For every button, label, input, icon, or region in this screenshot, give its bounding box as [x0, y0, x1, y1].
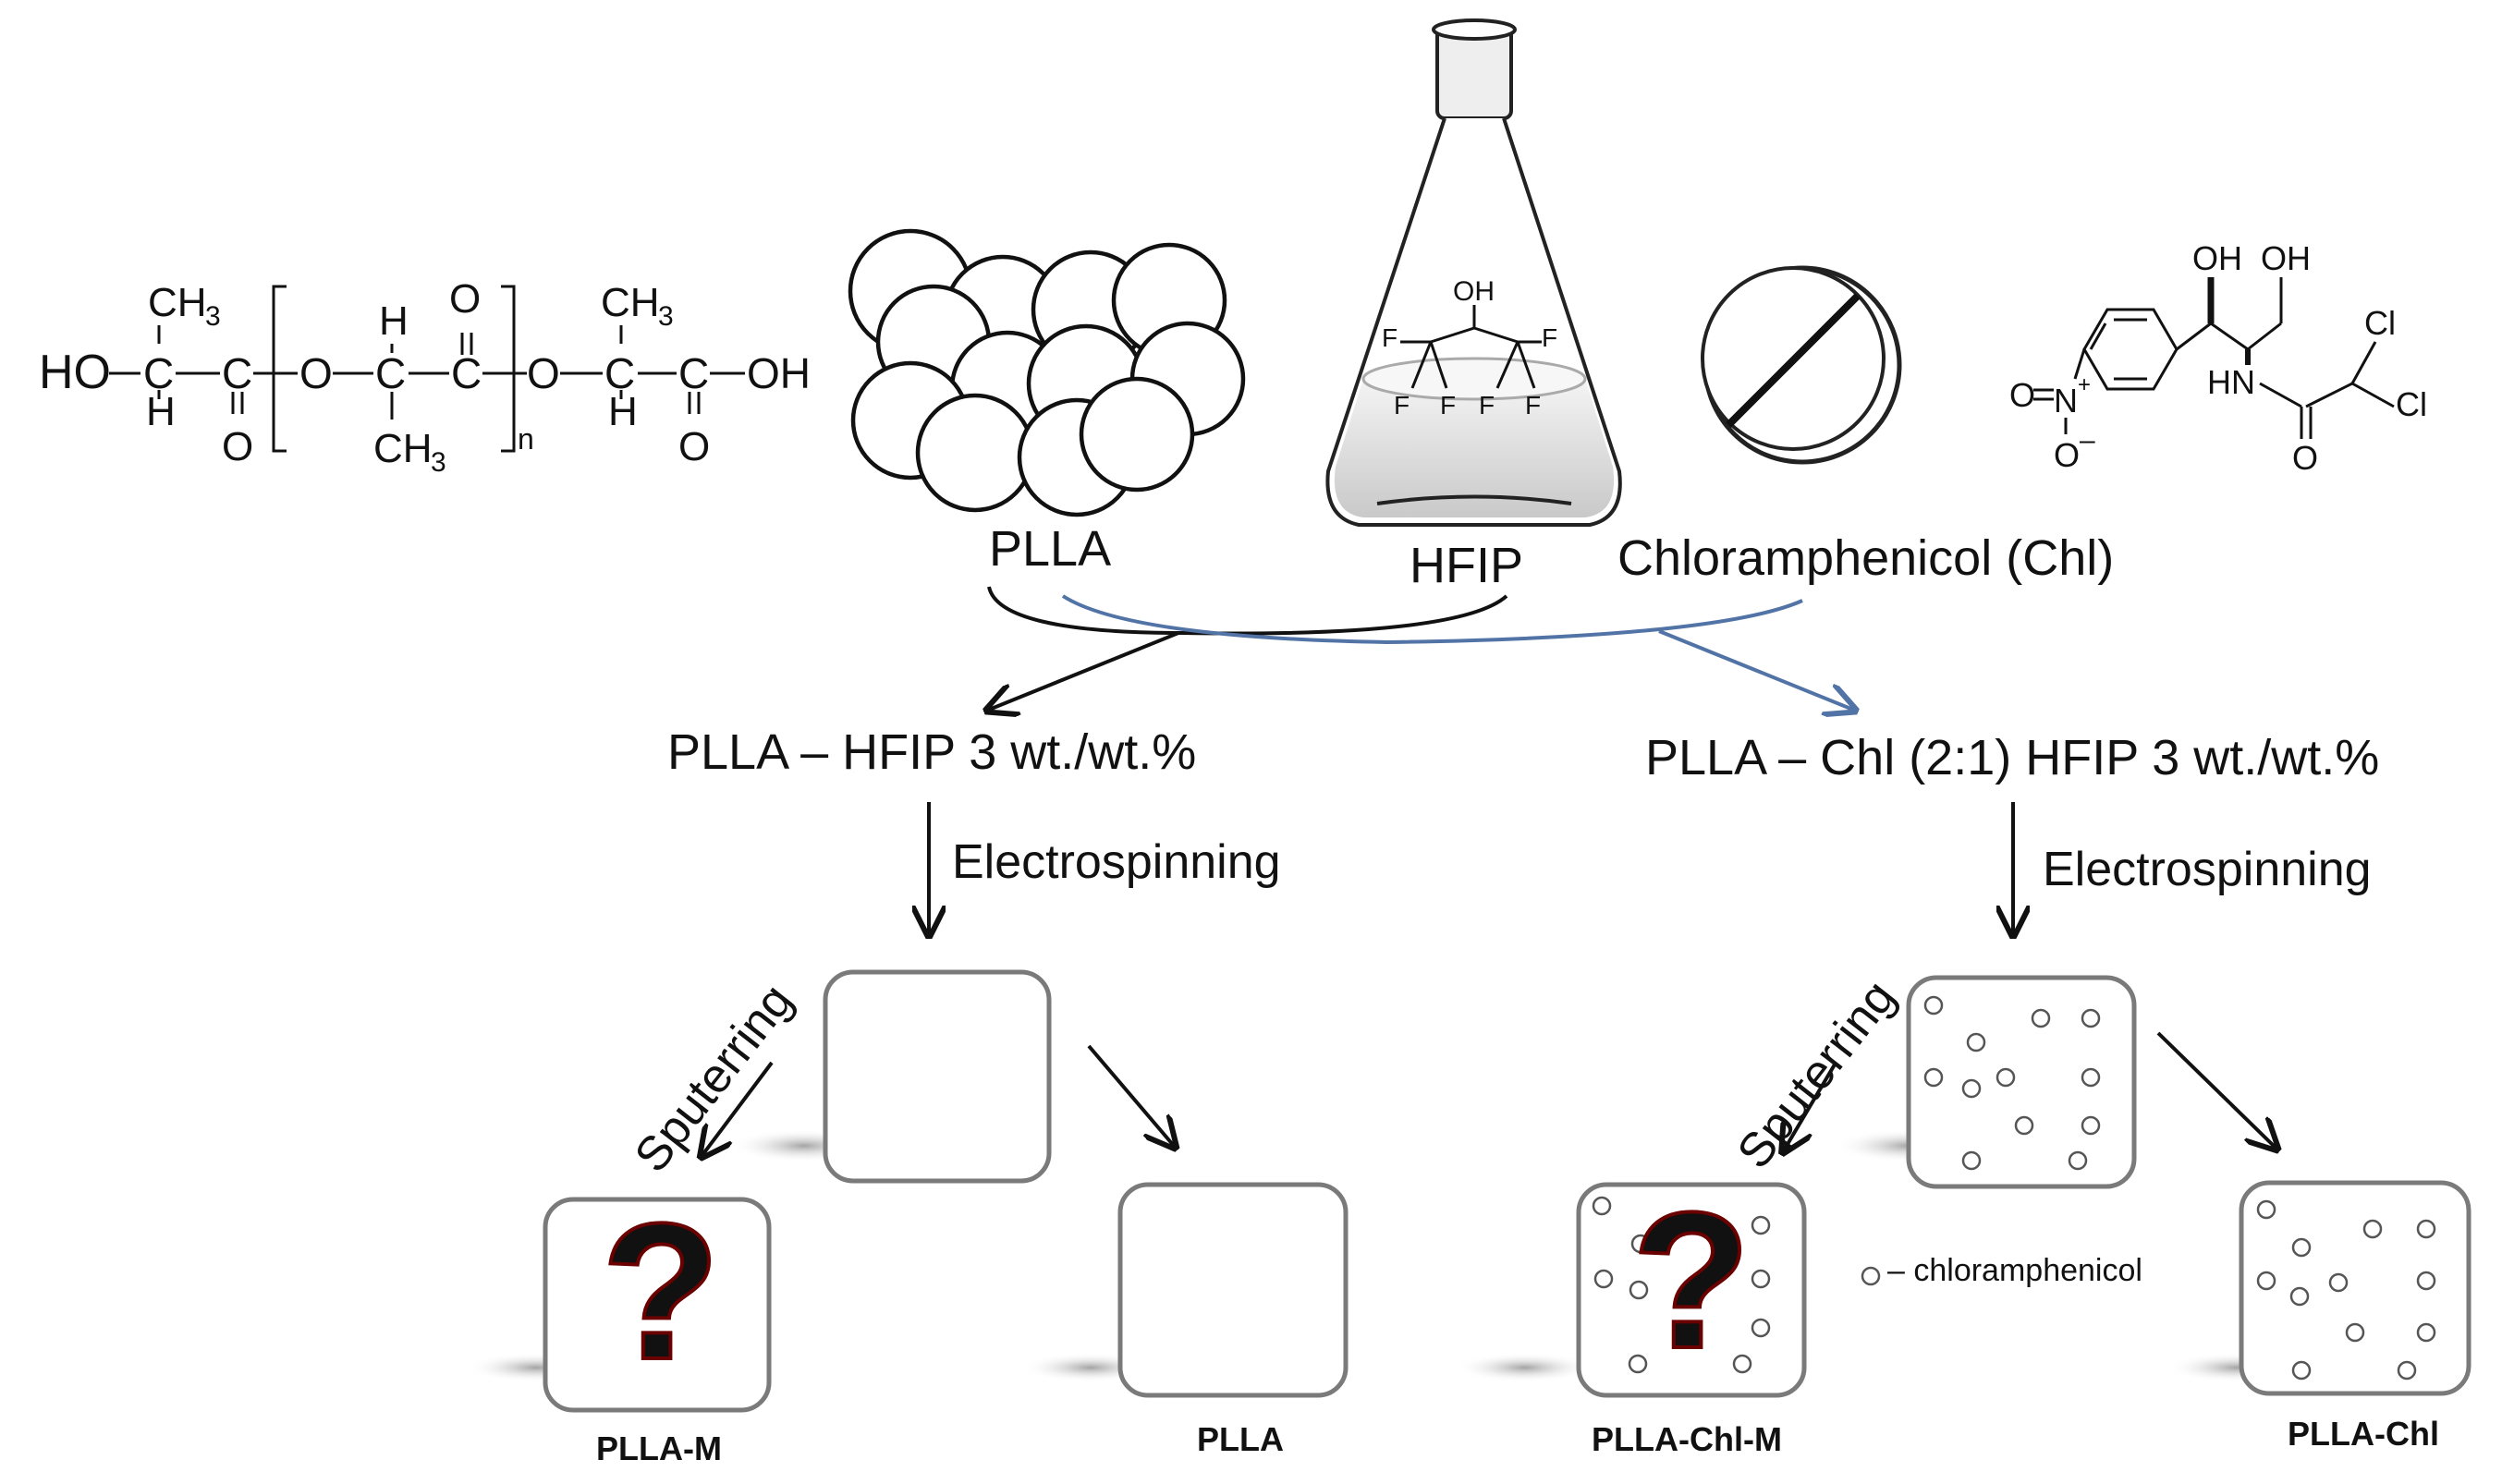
- arrow-to-left-solution: [989, 631, 1179, 710]
- left-mixing-brace: [987, 586, 1508, 636]
- hfip-f4: F: [1479, 391, 1495, 420]
- chl-plus: +: [2078, 372, 2091, 397]
- formula-ch3-3: CH: [601, 280, 660, 325]
- formula-oh: OH: [747, 349, 811, 397]
- chl-n: N: [2054, 382, 2078, 420]
- chl-cl2: Cl: [2396, 385, 2427, 423]
- sample-box-plla: [1117, 1182, 1349, 1398]
- formula-c5: C: [604, 349, 635, 397]
- formula-c2: C: [222, 349, 252, 397]
- sample-label-plla-chl-m: PLLA-Chl-M: [1592, 1420, 1782, 1458]
- chloramphenicol-particles-plla-chl: [2256, 1199, 2436, 1381]
- sample-label-plla: PLLA: [1197, 1420, 1284, 1458]
- sample-box-plla-m: [543, 1197, 772, 1413]
- legend-chloramphenicol: – chloramphenicol: [1861, 1253, 2142, 1288]
- hfip-f5: F: [1525, 391, 1541, 420]
- arrow-to-plla-chl: [2156, 1031, 2276, 1148]
- arrow-to-plla: [1087, 1044, 1174, 1146]
- solution-right-label: PLLA – Chl (2:1) HFIP 3 wt./wt.%: [1645, 730, 2379, 785]
- formula-o4: O: [527, 349, 560, 397]
- formula-ch3-2: CH: [373, 426, 433, 471]
- hfip-f3: F: [1440, 391, 1456, 420]
- sample-box-plla-chl: [2239, 1180, 2471, 1396]
- formula-sub3-2: 3: [431, 447, 446, 478]
- formula-o5: O: [678, 424, 710, 469]
- arrow-to-right-solution: [1658, 629, 1853, 710]
- formula-o2: O: [299, 349, 333, 397]
- formula-sub3-3: 3: [658, 301, 674, 332]
- formula-c3: C: [375, 349, 406, 397]
- formula-c6: C: [678, 349, 709, 397]
- formula-n: n: [518, 422, 534, 456]
- hfip-f1: F: [1382, 323, 1397, 352]
- chl-minus: –: [2080, 425, 2095, 456]
- sputtering-arrow-left: [702, 1061, 774, 1155]
- electrospinning-right-label: Electrospinning: [2043, 843, 2372, 896]
- formula-c1: C: [143, 349, 174, 397]
- chloramphenicol-structural-formula: OH OH HN O Cl Cl N + O O –: [2009, 239, 2427, 477]
- plla-pellets-icon: [848, 228, 1246, 517]
- formula-o3: O: [449, 276, 481, 322]
- chl-cl1: Cl: [2364, 304, 2396, 342]
- sample-label-plla-chl: PLLA-Chl: [2288, 1415, 2439, 1453]
- electrospun-mat-plla-chl: [1906, 975, 2137, 1189]
- formula-h2: H: [379, 298, 409, 344]
- chloramphenicol-label: Chloramphenicol (Chl): [1617, 530, 2114, 586]
- hfip-label: HFIP: [1410, 538, 1523, 593]
- solution-left-label: PLLA – HFIP 3 wt./wt.%: [667, 724, 1196, 780]
- chl-o: O: [2292, 439, 2318, 477]
- formula-o1: O: [222, 424, 253, 469]
- legend-dot-icon: [1861, 1266, 1881, 1286]
- chl-hn: HN: [2207, 363, 2255, 401]
- legend-chloramphenicol-label: – chloramphenicol: [1887, 1253, 2142, 1288]
- chl-o-nitro1: O: [2009, 376, 2035, 414]
- plla-structural-formula: HO C CH 3 H C O O C H CH 3 C O n O C: [39, 276, 811, 478]
- hfip-f2: F: [1394, 391, 1410, 420]
- formula-h1: H: [146, 389, 176, 434]
- hfip-oh: OH: [1453, 276, 1495, 307]
- right-mixing-brace: [1061, 594, 1803, 645]
- formula-c4: C: [451, 349, 482, 397]
- question-mark-plla-chl-m: ?: [1632, 1172, 1751, 1389]
- formula-ho: HO: [39, 346, 111, 399]
- electrospinning-left-label: Electrospinning: [952, 835, 1281, 889]
- formula-ch3-1: CH: [148, 280, 207, 325]
- hfip-flask-icon: OH F F F F F F: [1325, 18, 1622, 527]
- chl-oh2: OH: [2261, 239, 2311, 277]
- sputtering-arrow-right: [1784, 1063, 1837, 1150]
- formula-h3: H: [608, 389, 638, 434]
- chl-o-nitro2: O: [2054, 436, 2080, 474]
- chl-oh1: OH: [2192, 239, 2242, 277]
- hfip-f6: F: [1542, 323, 1557, 352]
- tablet-icon: [1701, 265, 1902, 465]
- sample-label-plla-m: PLLA-M: [596, 1429, 722, 1467]
- formula-sub3-1: 3: [205, 301, 221, 332]
- electrospun-mat-plla: [823, 969, 1052, 1184]
- plla-label: PLLA: [989, 521, 1111, 577]
- chloramphenicol-particles-plla-chl-m: [1592, 1196, 1771, 1374]
- chloramphenicol-particles-mat: [1923, 995, 2101, 1171]
- question-mark-plla-m: ?: [602, 1183, 720, 1400]
